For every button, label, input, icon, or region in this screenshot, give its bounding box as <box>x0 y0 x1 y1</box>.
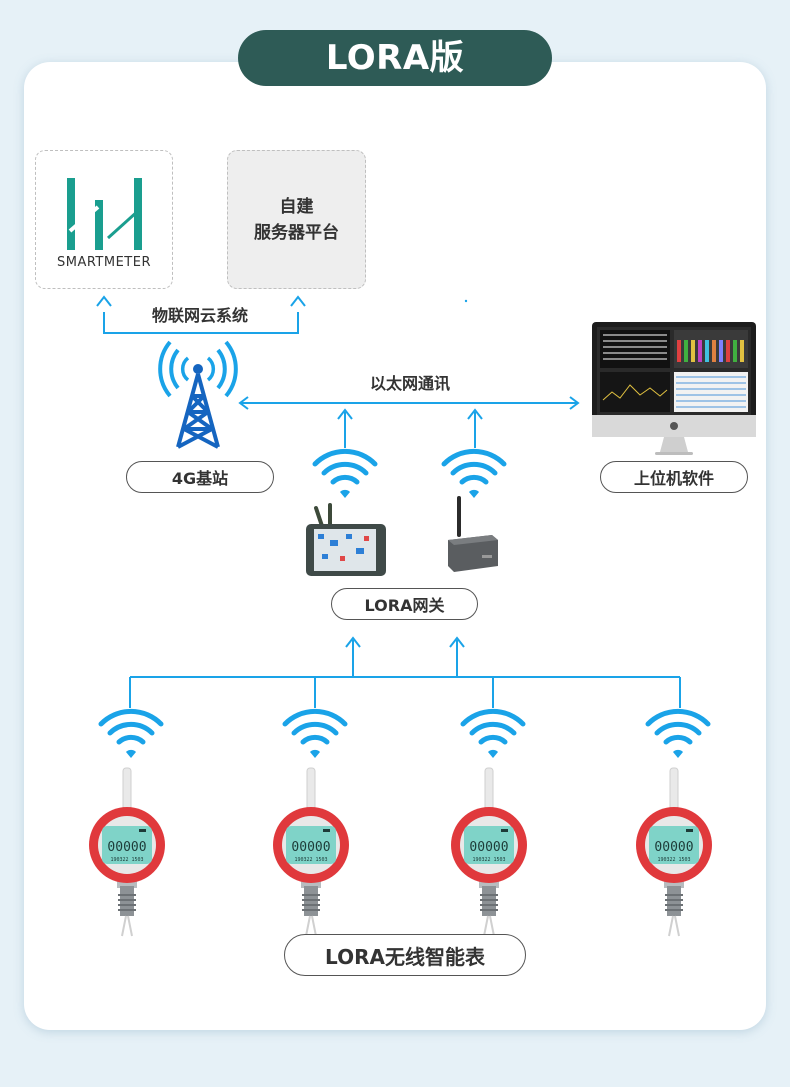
meter-display-digits: 00000 <box>291 840 330 855</box>
iot-cloud-label: 物联网云系统 <box>151 306 248 325</box>
meter-icon: 00000 190322 1503 <box>273 767 349 937</box>
meter-display-sub: 190322 1503 <box>294 857 327 863</box>
meter-icon: 00000 190322 1503 <box>636 767 712 937</box>
meter-display-sub: 190322 1503 <box>472 857 505 863</box>
wifi-icon <box>315 451 375 498</box>
smartmeter-logo-box: SMARTMETER <box>35 150 173 289</box>
meter-display-digits: 00000 <box>107 840 146 855</box>
lora-meters-label: LORA无线智能表 <box>284 934 526 976</box>
wifi-icon <box>444 451 504 498</box>
monitor-icon <box>592 322 756 455</box>
smartmeter-logo-icon <box>67 178 142 250</box>
meter-display-sub: 190322 1503 <box>110 857 143 863</box>
tower-icon <box>158 340 238 449</box>
pc-software-label: 上位机软件 <box>600 461 748 493</box>
meter-icon: 00000 190322 1503 <box>451 767 527 937</box>
page-title: LORA版 <box>238 30 552 86</box>
gateway-touchscreen-icon <box>306 503 386 576</box>
server-platform-box: 自建 服务器平台 <box>227 150 366 289</box>
server-line-2: 服务器平台 <box>254 222 339 243</box>
lora-gateway-label: LORA网关 <box>331 588 478 620</box>
gateway-box-icon <box>448 496 498 572</box>
logo-text: SMARTMETER <box>56 255 151 270</box>
meter-icon: 00000 190322 1503 <box>89 767 165 937</box>
meter-display-digits: 00000 <box>654 840 693 855</box>
meter-display-digits: 00000 <box>469 840 508 855</box>
base-station-label: 4G基站 <box>126 461 274 493</box>
meter-display-sub: 190322 1503 <box>657 857 690 863</box>
server-line-1: 自建 <box>279 196 314 217</box>
ethernet-label: 以太网通讯 <box>369 374 450 393</box>
